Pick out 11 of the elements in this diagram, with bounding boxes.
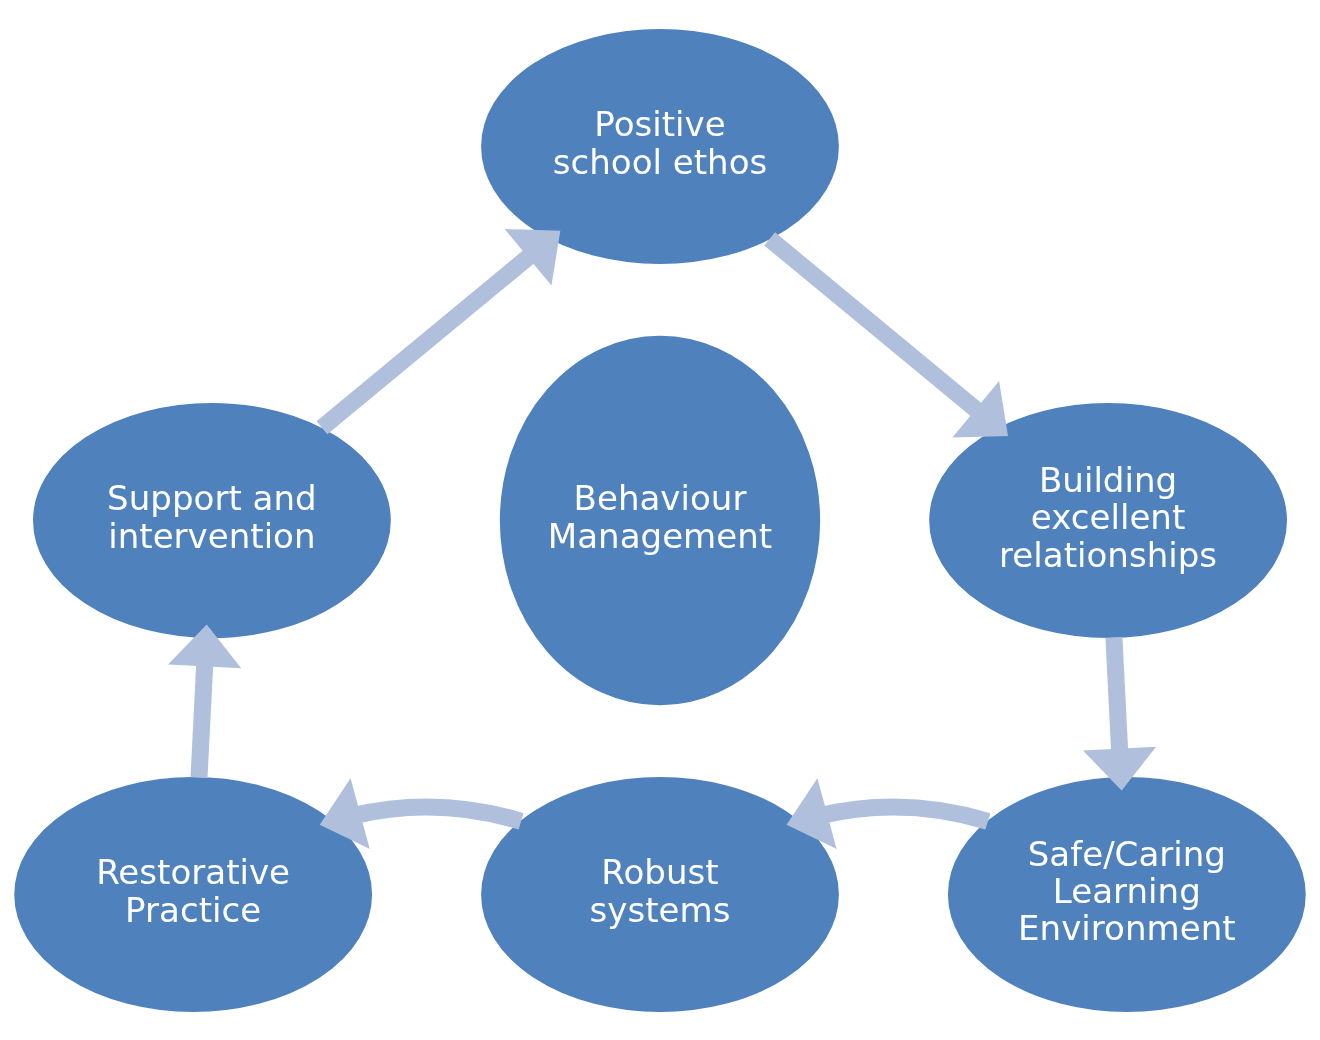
arrow: [786, 777, 991, 849]
node-ellipse: Positive school ethos: [481, 28, 839, 264]
node-ellipse: Building excellent relationships: [929, 402, 1287, 638]
arrow: [319, 777, 524, 849]
arrow: [764, 231, 1009, 438]
node-ellipse: Safe/Caring Learning Environment: [947, 776, 1306, 1012]
arrow: [168, 624, 242, 778]
arrow: [1082, 636, 1157, 791]
node-ellipse: Behaviour Management: [499, 335, 821, 705]
arrow: [316, 228, 561, 434]
node-ellipse: Support and intervention: [33, 402, 391, 638]
